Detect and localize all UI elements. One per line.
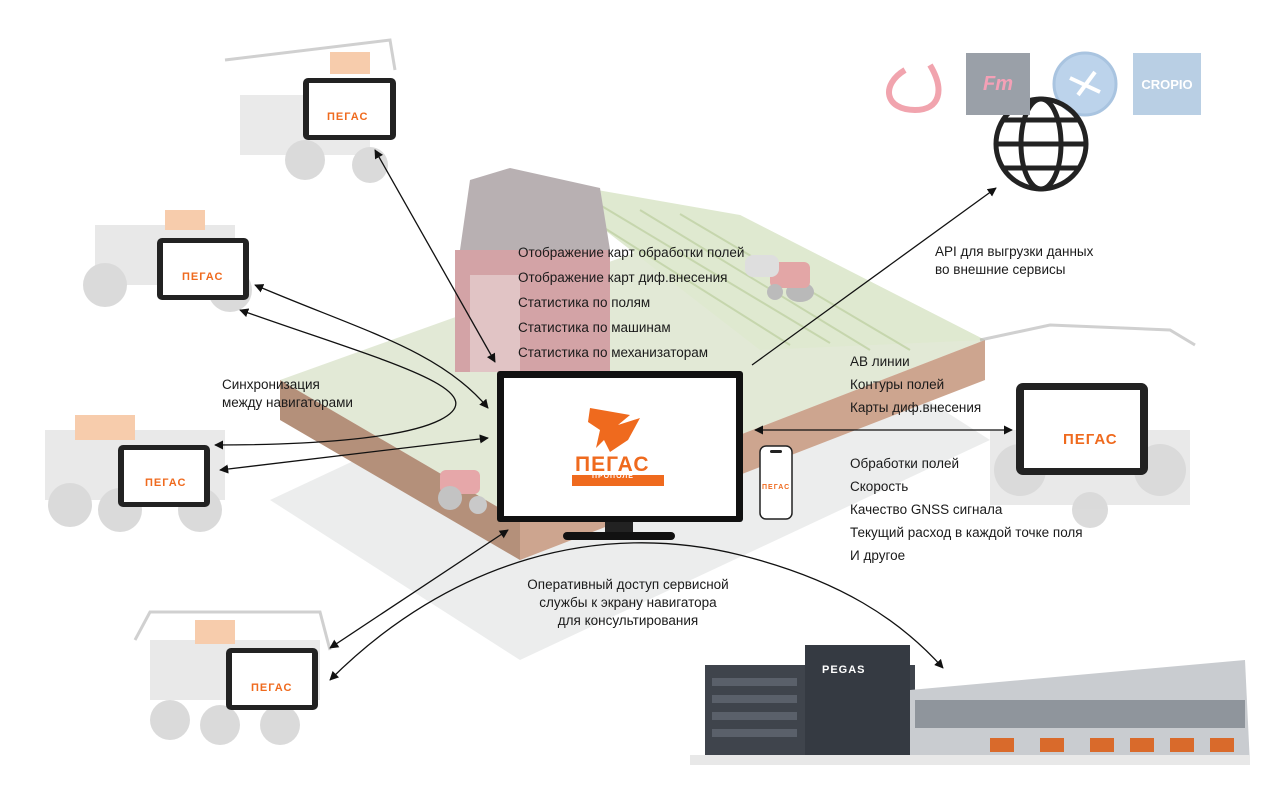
api-label: API для выгрузки данных во внешние серви… bbox=[935, 243, 1093, 279]
tablet-left-brand: ПЕГАС bbox=[182, 271, 224, 283]
building-sign: PEGAS bbox=[822, 664, 866, 676]
tablet-right bbox=[1016, 383, 1148, 475]
monitor-brand-sub: ПРОПОЛЕ bbox=[592, 473, 634, 480]
pegas-logo-mark bbox=[572, 408, 664, 486]
to-tablet-item: АВ линии bbox=[850, 354, 910, 369]
from-tablet-item: Качество GNSS сигнала bbox=[850, 502, 1003, 517]
arrow-service bbox=[329, 542, 944, 681]
api-label-line2: во внешние сервисы bbox=[935, 262, 1066, 277]
sync-label-line1: Синхронизация bbox=[222, 377, 320, 392]
sync-label: Синхронизация между навигаторами bbox=[222, 376, 353, 412]
tablet-spreader bbox=[118, 445, 210, 507]
small-tractor bbox=[745, 255, 814, 302]
from-tablet-item: Текущий расход в каждой точке поля bbox=[850, 525, 1083, 540]
monitor-icon bbox=[497, 371, 743, 540]
tablet-bottom-brand: ПЕГАС bbox=[251, 682, 293, 694]
globe-icon bbox=[993, 96, 1089, 192]
arrow-api bbox=[751, 187, 997, 366]
monitor-brand-name: ПЕГАС bbox=[575, 453, 650, 476]
from-tablet-list: Обработки полей Скорость Качество GNSS с… bbox=[850, 453, 1083, 568]
feature-item: Статистика по машинам bbox=[518, 320, 671, 335]
smartphone-icon bbox=[759, 445, 793, 520]
tablet-top-brand: ПЕГАС bbox=[327, 111, 369, 123]
ext-service-fm: Fm bbox=[966, 53, 1030, 115]
from-tablet-item: И другое bbox=[850, 548, 906, 563]
ext-logo-ring bbox=[886, 63, 942, 114]
ext-logo-circle bbox=[1052, 51, 1118, 117]
service-label-line2: службы к экрану навигатора bbox=[539, 595, 717, 610]
tablet-top bbox=[303, 78, 396, 140]
pegas-building bbox=[690, 645, 1250, 765]
tablet-spreader-brand: ПЕГАС bbox=[145, 477, 187, 489]
tablet-left bbox=[157, 238, 249, 300]
tablet-right-brand: ПЕГАС bbox=[1063, 431, 1118, 448]
api-label-line1: API для выгрузки данных bbox=[935, 244, 1094, 259]
arrow-sync-left bbox=[254, 284, 489, 409]
ext-service-cropio: CROPIO bbox=[1133, 53, 1201, 115]
features-list: Отображение карт обработки полей Отображ… bbox=[518, 242, 744, 367]
to-tablet-item: Карты диф.внесения bbox=[850, 400, 982, 415]
arrow-bottom-tablet bbox=[329, 529, 509, 649]
phone-brand: ПЕГАС bbox=[762, 484, 791, 491]
arrow-spreader bbox=[219, 434, 489, 474]
sync-label-line2: между навигаторами bbox=[222, 395, 353, 410]
service-label-line1: Оперативный доступ сервисной bbox=[527, 577, 729, 592]
feature-item: Отображение карт диф.внесения bbox=[518, 270, 728, 285]
feature-item: Отображение карт обработки полей bbox=[518, 245, 745, 260]
arrows bbox=[214, 149, 1013, 681]
service-label: Оперативный доступ сервисной службы к эк… bbox=[518, 576, 738, 630]
from-tablet-item: Скорость bbox=[850, 479, 909, 494]
service-label-line3: для консультирования bbox=[557, 613, 699, 628]
tablet-bottom bbox=[226, 648, 318, 710]
to-tablet-item: Контуры полей bbox=[850, 377, 945, 392]
to-tablet-list: АВ линии Контуры полей Карты диф.внесени… bbox=[850, 351, 981, 420]
small-tractor-2 bbox=[438, 470, 487, 514]
feature-item: Статистика по механизаторам bbox=[518, 345, 709, 360]
feature-item: Статистика по полям bbox=[518, 295, 651, 310]
from-tablet-item: Обработки полей bbox=[850, 456, 960, 471]
